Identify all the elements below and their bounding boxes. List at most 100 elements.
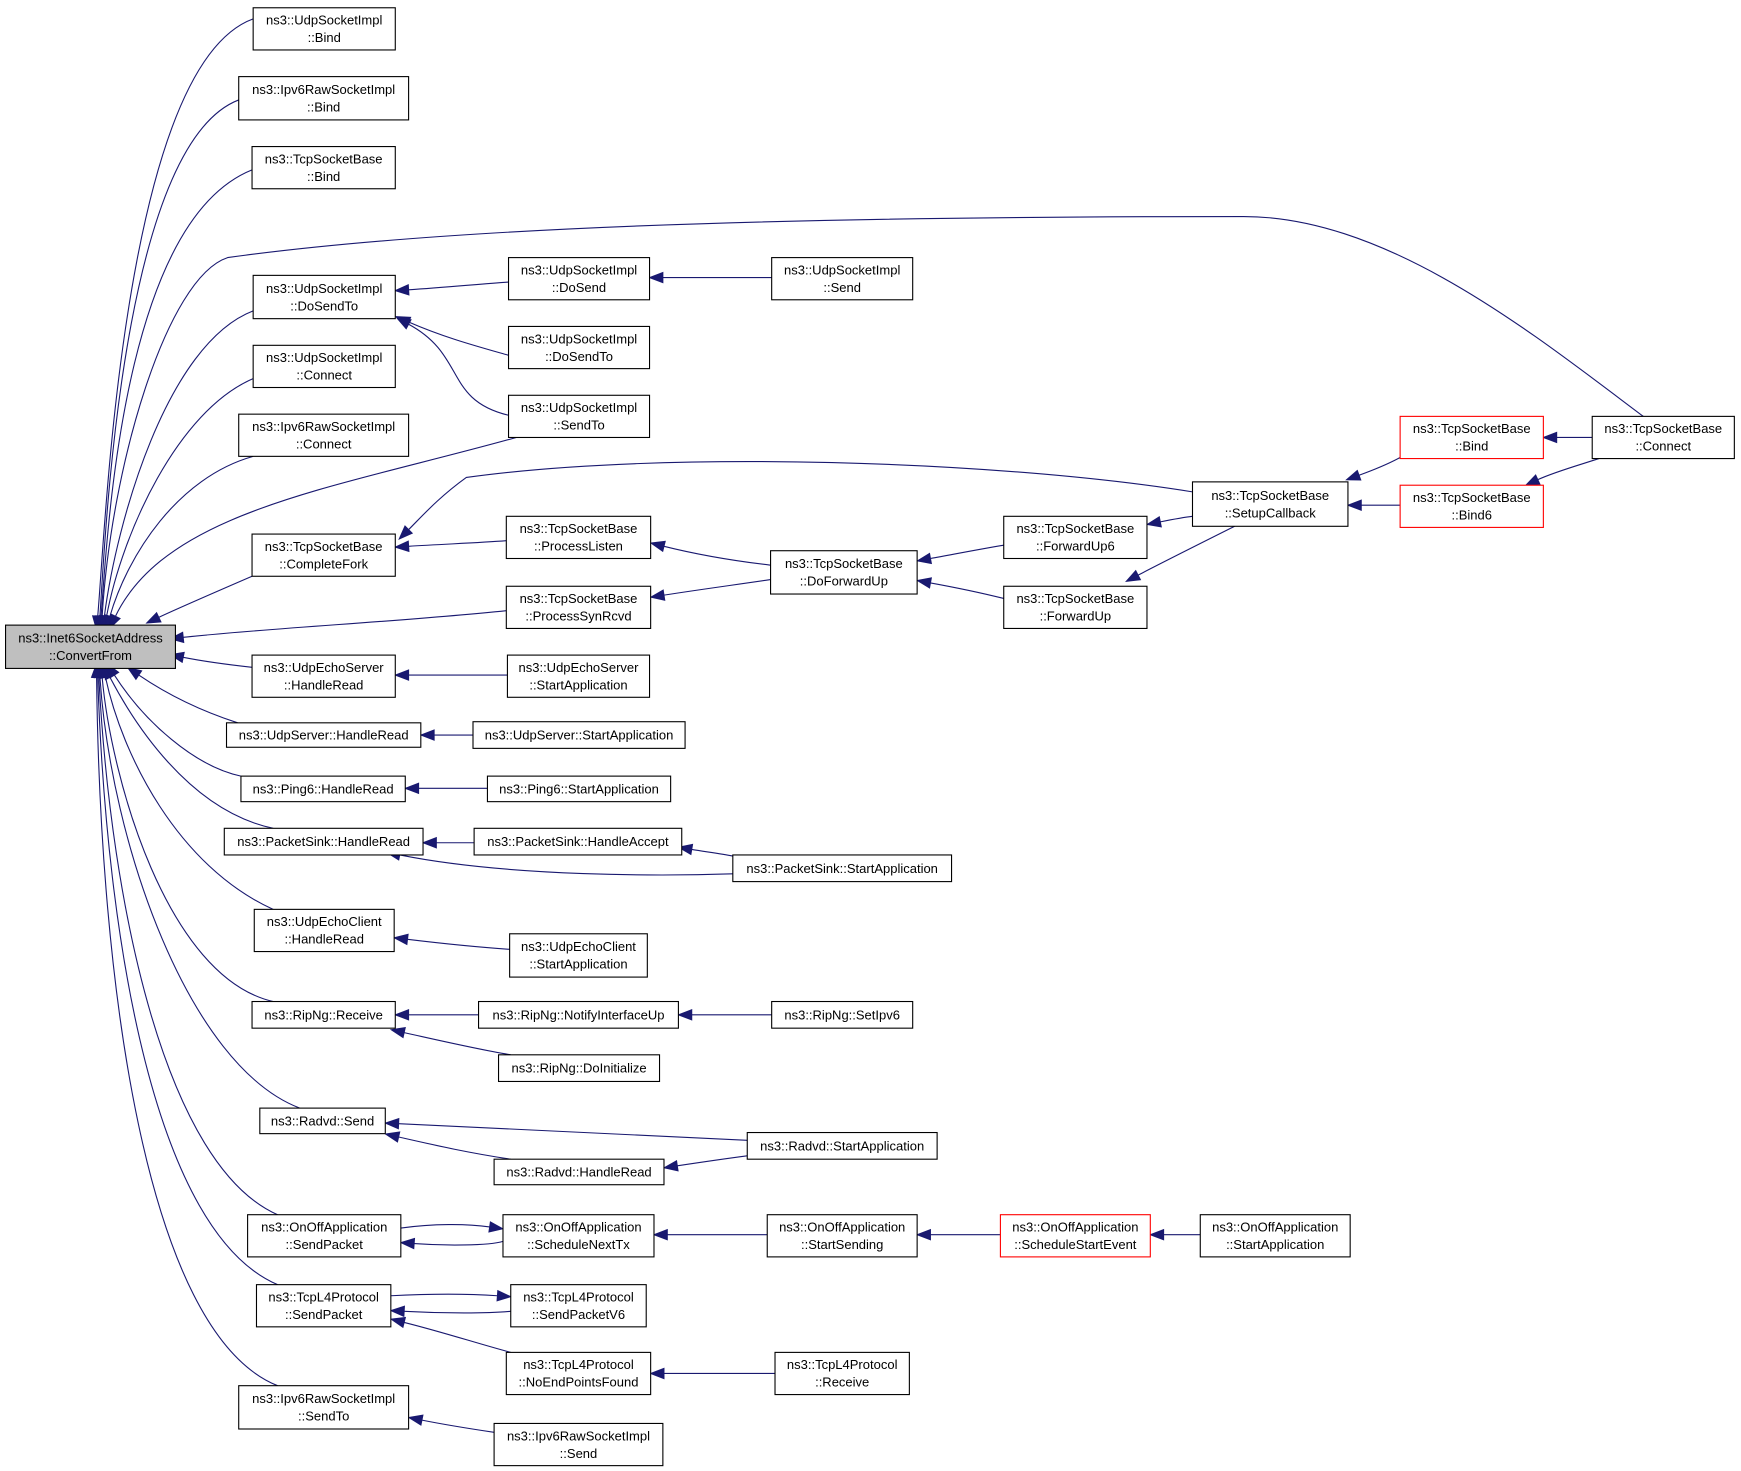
edge-tcpL4NoEnd-to-tcpL4SendPacket xyxy=(389,1316,511,1353)
node-packetSinkAccept[interactable]: ns3::PacketSink::HandleAccept xyxy=(473,827,683,856)
node-tcpConnect[interactable]: ns3::TcpSocketBase::Connect xyxy=(1591,415,1735,460)
node-label-line: ns3::TcpSocketBase xyxy=(520,521,638,536)
edge-line xyxy=(103,310,254,617)
node-onOffStartApp[interactable]: ns3::OnOffApplication::StartApplication xyxy=(1199,1214,1351,1258)
node-packetSinkHR[interactable]: ns3::PacketSink::HandleRead xyxy=(223,827,424,856)
node-udpEchoClientStart[interactable]: ns3::UdpEchoClient::StartApplication xyxy=(509,933,648,978)
node-radvdStart[interactable]: ns3::Radvd::StartApplication xyxy=(746,1131,938,1160)
node-label-line: ::StartApplication xyxy=(529,957,627,972)
edge-line xyxy=(663,579,771,596)
node-udpEchoClientHR[interactable]: ns3::UdpEchoClient::HandleRead xyxy=(253,908,395,953)
node-tcpL4SendPacket[interactable]: ns3::TcpL4Protocol::SendPacket xyxy=(255,1284,392,1328)
edge-tcpL4Receive-to-tcpL4NoEnd xyxy=(649,1367,776,1380)
edge-udpDoSend-to-udpDoSendTo xyxy=(393,281,509,296)
node-tcpForwardUp[interactable]: ns3::TcpSocketBase::ForwardUp xyxy=(1003,585,1148,629)
node-udpEchoServerStart[interactable]: ns3::UdpEchoServer::StartApplication xyxy=(506,654,651,698)
node-label-line: ns3::TcpSocketBase xyxy=(1604,421,1722,436)
node-ripNgReceive[interactable]: ns3::RipNg::Receive xyxy=(251,1000,396,1029)
edge-tcpCompleteFork-to-root xyxy=(145,575,253,624)
edge-line xyxy=(400,1224,490,1229)
node-label-line: ::ProcessSynRcvd xyxy=(525,609,631,624)
node-radvdSend[interactable]: ns3::Radvd::Send xyxy=(259,1107,386,1135)
node-onOffStartSending[interactable]: ns3::OnOffApplication::StartSending xyxy=(766,1214,918,1258)
node-label-line: ns3::UdpEchoServer xyxy=(519,660,640,675)
node-udpEchoServerHR[interactable]: ns3::UdpEchoServer::HandleRead xyxy=(251,654,396,698)
node-label-line: ::SendPacket xyxy=(285,1307,363,1322)
node-ripNgDoInit[interactable]: ns3::RipNg::DoInitialize xyxy=(497,1054,661,1083)
node-ping6Start[interactable]: ns3::Ping6::StartApplication xyxy=(486,775,672,803)
node-udpConnect[interactable]: ns3::UdpSocketImpl::Connect xyxy=(252,344,396,389)
node-tcpBind[interactable]: ns3::TcpSocketBase::Bind xyxy=(251,146,396,190)
node-label-line: ::Send xyxy=(823,280,861,295)
edge-tcpDoForwardUp-to-tcpProcessListen xyxy=(649,540,771,566)
node-udpBind[interactable]: ns3::UdpSocketImpl::Bind xyxy=(252,7,396,51)
node-udpServerHR[interactable]: ns3::UdpServer::HandleRead xyxy=(225,722,422,748)
edge-ipv6RawSendTo-to-root xyxy=(90,662,278,1387)
node-root[interactable]: ns3::Inet6SocketAddress::ConvertFrom xyxy=(5,624,176,669)
node-ipv6RawSend[interactable]: ns3::Ipv6RawSocketImpl::Send xyxy=(493,1422,664,1467)
arrowhead-icon xyxy=(393,1009,410,1021)
node-label-line: ns3::Ping6::StartApplication xyxy=(499,781,659,796)
node-tcpBindRed[interactable]: ns3::TcpSocketBase::Bind xyxy=(1399,415,1544,460)
node-box xyxy=(478,1000,679,1029)
node-label-line: ns3::Inet6SocketAddress xyxy=(18,631,163,646)
node-onOffSendPacket[interactable]: ns3::OnOffApplication::SendPacket xyxy=(247,1214,402,1258)
node-tcpProcessSynRcvd[interactable]: ns3::TcpSocketBase::ProcessSynRcvd xyxy=(505,585,652,629)
node-box xyxy=(238,76,410,121)
node-label-line: ns3::UdpServer::StartApplication xyxy=(485,728,674,743)
node-udpDoSendTo[interactable]: ns3::UdpSocketImpl::DoSendTo xyxy=(252,274,396,320)
node-udpSendTo[interactable]: ns3::UdpSocketImpl::SendTo xyxy=(507,394,651,439)
node-tcpDoForwardUp[interactable]: ns3::TcpSocketBase::DoForwardUp xyxy=(770,550,918,595)
node-label-line: ::ScheduleStartEvent xyxy=(1014,1237,1137,1252)
edge-line xyxy=(1160,515,1193,523)
node-tcpL4SendV6[interactable]: ns3::TcpL4Protocol::SendPacketV6 xyxy=(510,1284,647,1328)
node-tcpProcessListen[interactable]: ns3::TcpSocketBase::ProcessListen xyxy=(505,515,652,560)
node-ripNgNotify[interactable]: ns3::RipNg::NotifyInterfaceUp xyxy=(478,1000,679,1029)
node-box xyxy=(251,533,396,577)
node-tcpL4NoEnd[interactable]: ns3::TcpL4Protocol::NoEndPointsFound xyxy=(505,1351,652,1396)
node-udpDoSend[interactable]: ns3::UdpSocketImpl::DoSend xyxy=(507,257,651,301)
node-udpDoSendTo2[interactable]: ns3::UdpSocketImpl::DoSendTo xyxy=(507,325,651,370)
node-ping6HR[interactable]: ns3::Ping6::HandleRead xyxy=(240,775,406,803)
edge-line xyxy=(930,582,1004,600)
node-ipv6RawConnect[interactable]: ns3::Ipv6RawSocketImpl::Connect xyxy=(238,413,410,457)
edge-udpEchoClientStart-to-udpEchoClientHR xyxy=(392,933,510,950)
node-udpSend[interactable]: ns3::UdpSocketImpl::Send xyxy=(771,257,914,301)
node-udpServerStart[interactable]: ns3::UdpServer::StartApplication xyxy=(472,721,686,749)
arrowhead-icon xyxy=(1524,474,1541,486)
node-box xyxy=(252,7,396,51)
node-label-line: ::Connect xyxy=(296,437,352,452)
node-label-line: ns3::RipNg::DoInitialize xyxy=(511,1061,646,1076)
node-tcpForwardUp6[interactable]: ns3::TcpSocketBase::ForwardUp6 xyxy=(1003,515,1148,560)
node-ipv6RawSendTo[interactable]: ns3::Ipv6RawSocketImpl::SendTo xyxy=(238,1385,410,1430)
arrowhead-icon xyxy=(90,662,103,678)
edge-udpConnect-to-root xyxy=(100,378,254,631)
node-box xyxy=(1191,481,1349,527)
node-label-line: ns3::TcpSocketBase xyxy=(1211,488,1329,503)
node-tcpSetupCallback[interactable]: ns3::TcpSocketBase::SetupCallback xyxy=(1191,481,1349,527)
edge-tcpForwardUp6-to-tcpDoForwardUp xyxy=(915,544,1004,565)
node-packetSinkStart[interactable]: ns3::PacketSink::StartApplication xyxy=(732,854,953,883)
node-radvdHR[interactable]: ns3::Radvd::HandleRead xyxy=(493,1158,665,1186)
node-box xyxy=(505,585,652,629)
arrowhead-icon xyxy=(389,1316,407,1329)
node-ipv6RawBind[interactable]: ns3::Ipv6RawSocketImpl::Bind xyxy=(238,76,410,121)
node-tcpBind6Red[interactable]: ns3::TcpSocketBase::Bind6 xyxy=(1399,484,1544,528)
node-ripNgSetIpv6[interactable]: ns3::RipNg::SetIpv6 xyxy=(771,1000,914,1029)
node-box xyxy=(225,722,422,748)
node-label-line: ns3::Ipv6RawSocketImpl xyxy=(252,82,395,97)
node-tcpCompleteFork[interactable]: ns3::TcpSocketBase::CompleteFork xyxy=(251,533,396,577)
node-label-line: ::ConvertFrom xyxy=(49,648,132,663)
node-label-line: ::SendPacket xyxy=(286,1237,364,1252)
node-box xyxy=(746,1131,938,1160)
node-label-line: ns3::UdpSocketImpl xyxy=(521,400,637,415)
node-onOffSchedNext[interactable]: ns3::OnOffApplication::ScheduleNextTx xyxy=(502,1214,655,1258)
node-label-line: ::Send xyxy=(560,1446,598,1461)
node-onOffSchedStart[interactable]: ns3::OnOffApplication::ScheduleStartEven… xyxy=(999,1214,1151,1258)
node-label-line: ns3::TcpL4Protocol xyxy=(523,1357,634,1372)
node-tcpL4Receive[interactable]: ns3::TcpL4Protocol::Receive xyxy=(774,1351,910,1396)
node-label-line: ::Receive xyxy=(815,1375,869,1390)
edge-line xyxy=(408,323,509,416)
node-label-line: ns3::PacketSink::HandleRead xyxy=(237,834,410,849)
node-box xyxy=(505,515,652,560)
